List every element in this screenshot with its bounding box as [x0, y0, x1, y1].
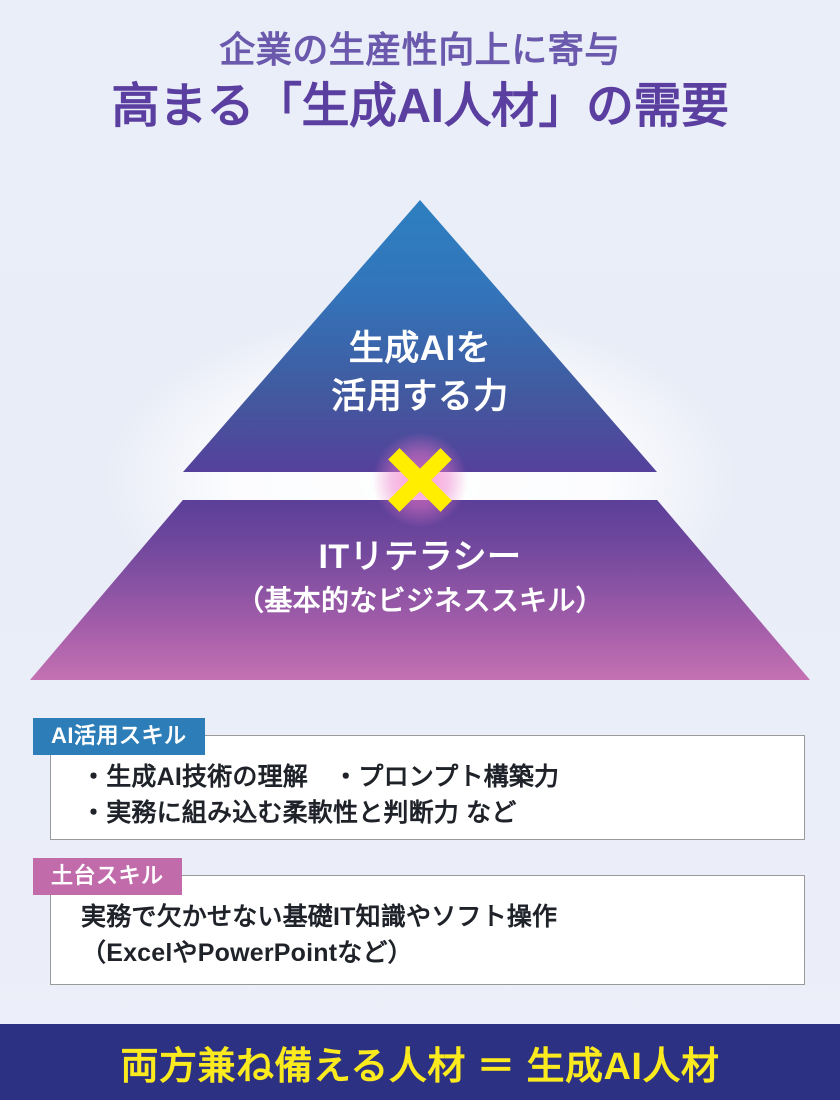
skill-box-ai-body: ・生成AI技術の理解 ・プロンプト構築力 ・実務に組み込む柔軟性と判断力 など — [51, 736, 804, 831]
skill-box-ai-tag: AI活用スキル — [33, 718, 205, 755]
pyramid-top-line2: 活用する力 — [331, 377, 509, 417]
skill-box-foundation-line-2: （ExcelやPowerPointなど） — [81, 938, 413, 967]
subtitle: 企業の生産性向上に寄与 — [219, 29, 621, 70]
pyramid-base-trapezoid: ITリテラシー （基本的なビジネススキル） — [30, 500, 810, 680]
skill-box-foundation: 土台スキル 実務で欠かせない基礎IT知識やソフト操作 （ExcelやPowerP… — [33, 858, 805, 985]
pyramid-base-line2: （基本的なビジネススキル） — [236, 584, 604, 616]
skill-box-foundation-tag: 土台スキル — [33, 858, 182, 895]
pyramid-base-label: ITリテラシー （基本的なビジネススキル） — [30, 536, 810, 619]
pyramid-diagram: 生成AIを 活用する力 ITリテラシー （基本的なビジネススキル） — [0, 190, 840, 690]
pyramid-base-line1: ITリテラシー — [318, 538, 522, 576]
pyramid-top-line1: 生成AIを — [348, 329, 492, 368]
skill-box-foundation-body: 実務で欠かせない基礎IT知識やソフト操作 （ExcelやPowerPointなど… — [51, 876, 804, 971]
skill-box-ai-line-2: ・実務に組み込む柔軟性と判断力 など — [81, 798, 517, 827]
x-multiply-icon — [372, 432, 468, 528]
page-title: 高まる「生成AI人材」の需要 — [111, 79, 729, 133]
header: 企業の生産性向上に寄与 高まる「生成AI人材」の需要 — [0, 0, 840, 133]
pyramid-top-label: 生成AIを 活用する力 — [183, 325, 657, 422]
skill-box-foundation-line-1: 実務で欠かせない基礎IT知識やソフト操作 — [81, 903, 558, 931]
skill-box-ai: AI活用スキル ・生成AI技術の理解 ・プロンプト構築力 ・実務に組み込む柔軟性… — [33, 718, 805, 840]
bottom-banner: 両方兼ね備える人材 ＝ 生成AI人材 — [0, 1024, 840, 1100]
bottom-banner-text: 両方兼ね備える人材 ＝ 生成AI人材 — [120, 1045, 720, 1088]
skill-box-ai-line-1: ・生成AI技術の理解 ・プロンプト構築力 — [81, 763, 560, 791]
